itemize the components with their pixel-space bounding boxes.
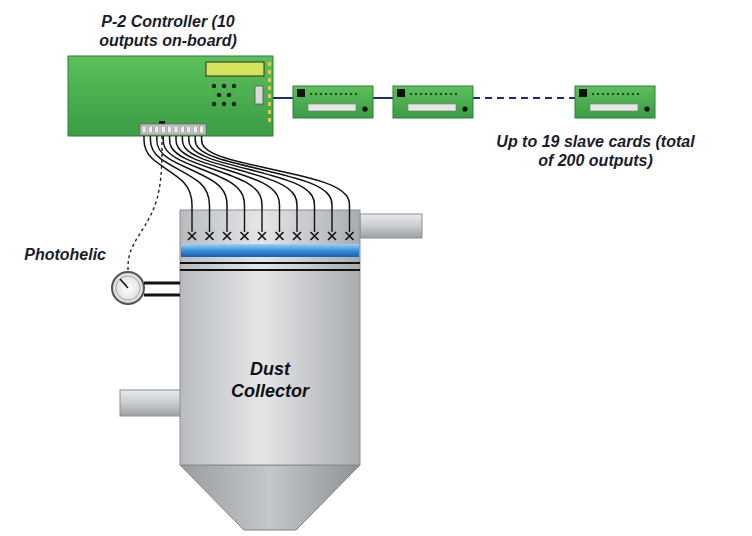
pulse-valve: [241, 232, 249, 240]
tube-sheet: [180, 269, 360, 271]
valve-stub: [331, 210, 332, 232]
gauge-dial: [112, 272, 144, 304]
valve-stub: [296, 210, 297, 232]
pulse-valve: [276, 232, 284, 240]
bus-link: [273, 97, 293, 99]
pulse-valve: [328, 232, 336, 240]
valve-stub: [191, 210, 192, 232]
board-button: [232, 84, 236, 88]
valve-stub: [261, 210, 262, 232]
lcd-display: [206, 62, 264, 76]
slave-cards: [273, 86, 655, 118]
valve-wire: [195, 136, 332, 210]
terminal: [180, 126, 184, 133]
slave-card: [575, 86, 655, 118]
board-button: [227, 93, 231, 97]
switch: [255, 86, 263, 104]
valve-stub: [349, 210, 350, 232]
edge-pin: [268, 102, 271, 106]
terminal: [168, 126, 172, 133]
terminal: [148, 126, 152, 133]
gauge-label: Photohelic: [24, 246, 106, 264]
board-heading: P-2 Controller (10 outputs on-board): [73, 12, 263, 50]
pulse-valve: [223, 232, 231, 240]
board-button: [222, 102, 226, 106]
dust-collector: Dust Collector: [180, 210, 360, 465]
controller-board-drawing: [68, 56, 273, 136]
valve-stub: [226, 210, 227, 232]
board-button: [212, 102, 216, 106]
terminal: [142, 126, 146, 133]
valve-stub: [209, 210, 210, 232]
tube-sheet: [180, 262, 360, 264]
board-components: [142, 62, 271, 133]
valve-stub: [314, 210, 315, 232]
pulse-valve: [188, 232, 196, 240]
edge-pin: [268, 86, 271, 90]
valve-stub: [244, 210, 245, 232]
filter-band: [181, 244, 359, 257]
collector-body: [180, 210, 360, 465]
valve-wire: [182, 136, 297, 210]
terminal: [187, 126, 191, 133]
edge-pin: [268, 78, 271, 82]
pulse-valve: [293, 232, 301, 240]
pressure-tube: [144, 282, 180, 285]
hopper: [180, 465, 360, 530]
valve-wire: [189, 136, 315, 210]
edge-pin: [268, 110, 271, 114]
sensor-cable: [128, 136, 162, 272]
photohelic-gauge: Photohelic: [112, 272, 144, 304]
edge-pin: [268, 118, 271, 122]
terminal: [155, 126, 159, 133]
board-button: [222, 84, 226, 88]
terminal-block: [140, 124, 206, 135]
outlet-pipe: [360, 214, 422, 238]
collector-label: Dust Collector: [215, 358, 325, 402]
pulse-valves: [188, 210, 354, 240]
bus-link: [473, 97, 575, 99]
edge-pin: [268, 62, 271, 66]
pressure-tube: [144, 294, 180, 297]
controller-board: P-2 Controller (10 outputs on-board): [68, 56, 273, 136]
terminal: [193, 126, 197, 133]
dust-collector-drawing: [120, 210, 422, 530]
board-button: [232, 102, 236, 106]
photohelic-gauge-drawing: [112, 272, 144, 304]
terminal: [174, 126, 178, 133]
terminal: [161, 126, 165, 133]
slave-card-note: Up to 19 slave cards (total of 200 outpu…: [488, 132, 703, 170]
circuit-board: [68, 56, 273, 136]
pulse-valve: [258, 232, 266, 240]
edge-pin: [268, 94, 271, 98]
gauge-needle: [120, 279, 128, 288]
inlet-pipe: [120, 390, 182, 416]
terminal: [200, 126, 204, 133]
pulse-valve: [346, 232, 354, 240]
valve-wire: [150, 136, 209, 210]
slave-card: [293, 86, 373, 118]
gauge-scale: [116, 276, 140, 300]
edge-pin: [268, 70, 271, 74]
valve-stub: [279, 210, 280, 232]
valve-wire: [202, 136, 350, 210]
slave-card: [393, 86, 473, 118]
pulse-valve: [206, 232, 214, 240]
board-button: [212, 84, 216, 88]
board-button: [217, 93, 221, 97]
pulse-valve: [311, 232, 319, 240]
bus-link: [373, 97, 393, 99]
